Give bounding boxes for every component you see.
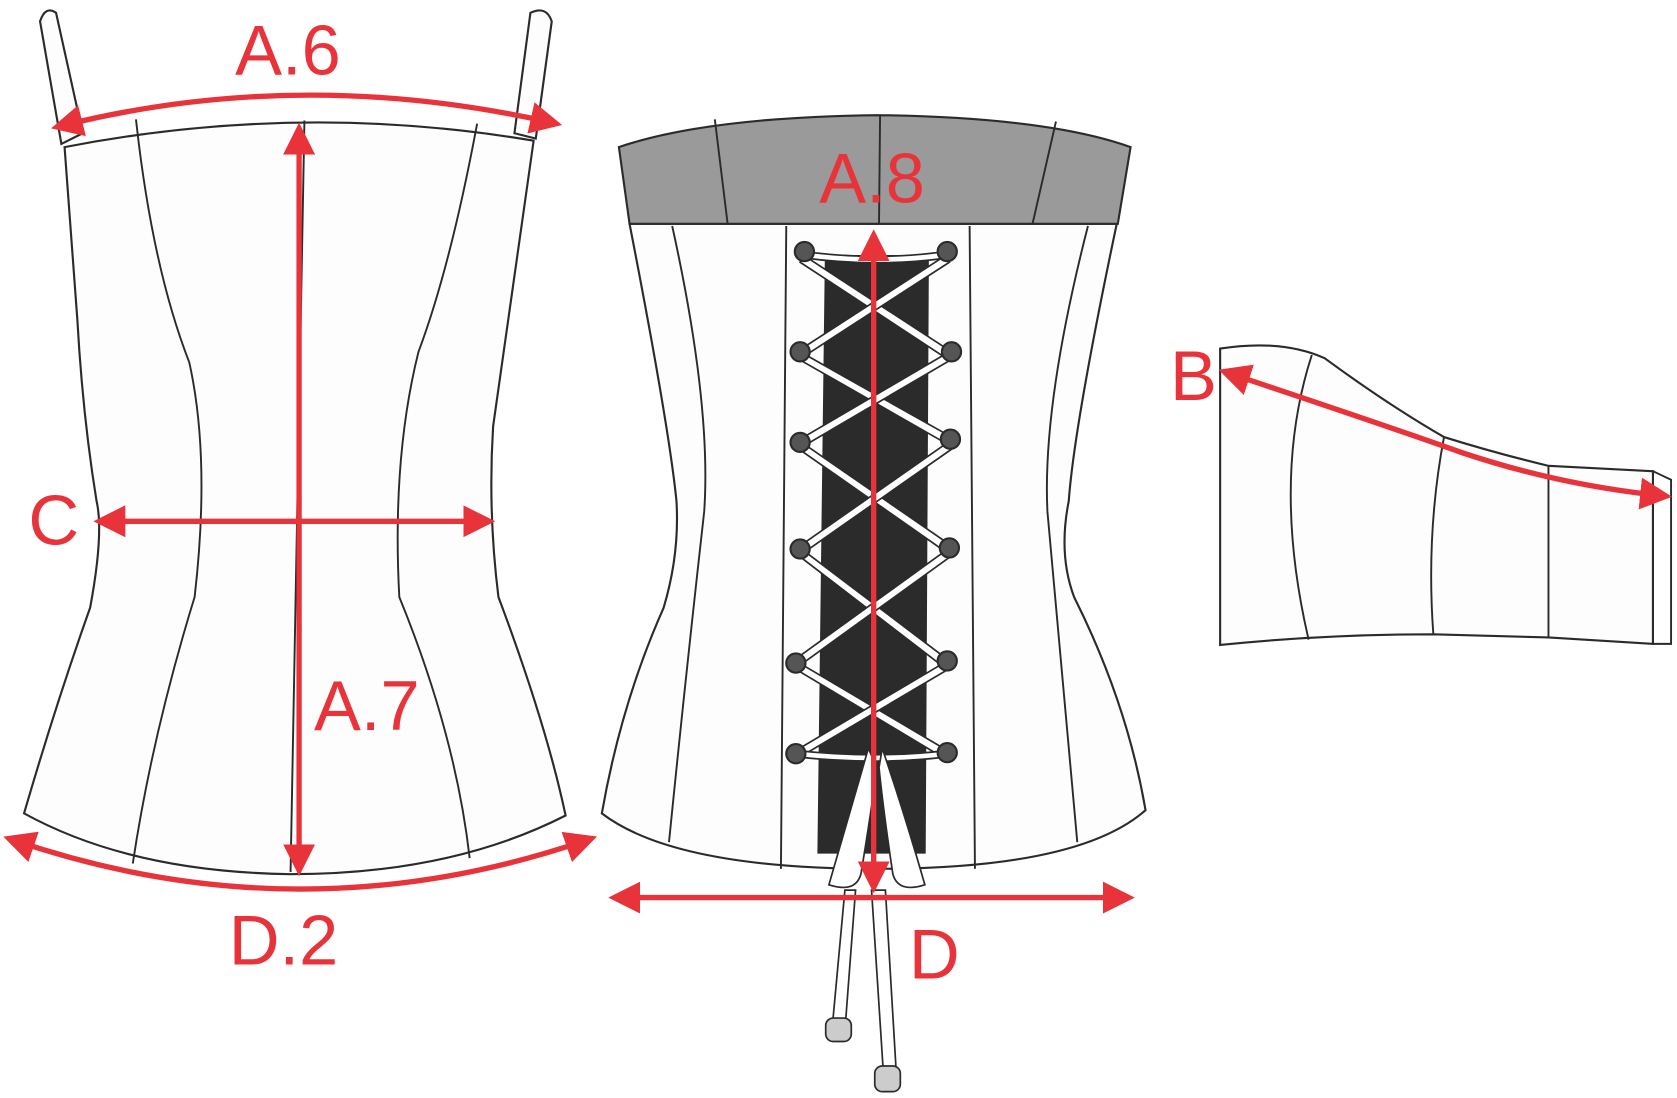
- label-a8: A.8: [819, 139, 925, 218]
- arrow-b: [1218, 364, 1673, 510]
- lace-bow: [824, 745, 926, 1093]
- label-d: D: [909, 915, 960, 994]
- eyelets: [785, 240, 963, 765]
- label-b: B: [1170, 336, 1217, 415]
- label-a6: A.6: [235, 11, 341, 90]
- label-a7: A.7: [314, 666, 420, 745]
- label-c: C: [28, 481, 79, 560]
- arrow-a6: [51, 92, 563, 137]
- label-d2: D.2: [229, 901, 338, 980]
- top-band: [617, 114, 1132, 225]
- arrow-d2: [3, 831, 598, 892]
- front-corset: [22, 9, 567, 876]
- measurement-arrows: [3, 92, 1673, 914]
- front-corset-body: [22, 121, 567, 876]
